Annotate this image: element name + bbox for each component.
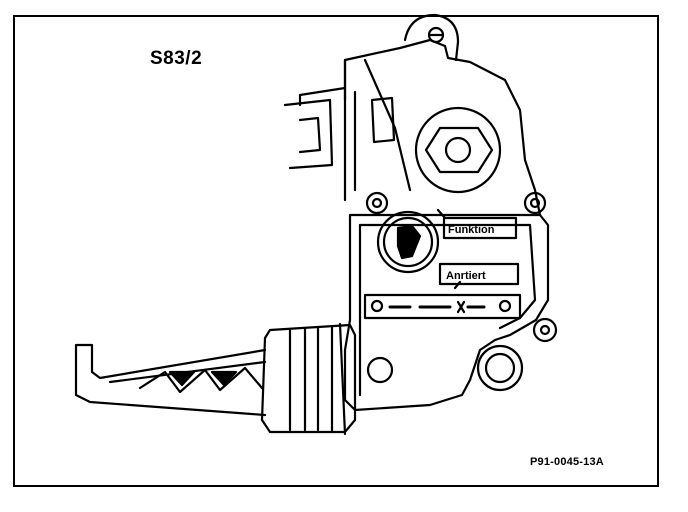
label-boxes: [438, 216, 520, 286]
upper-bracket: [283, 13, 542, 217]
rotary-cam: [376, 208, 462, 290]
plunger-shaft: [260, 322, 357, 436]
lever-arm: [74, 343, 267, 417]
switch-housing: [343, 191, 558, 412]
figure-frame: [13, 15, 659, 487]
label-actuated: Anrtiert: [446, 270, 486, 282]
figure-code: P91-0045-13A: [530, 456, 604, 468]
hex-nut: [414, 106, 502, 194]
label-function: Funktion: [448, 224, 495, 236]
component-label: S83/2: [150, 48, 203, 69]
